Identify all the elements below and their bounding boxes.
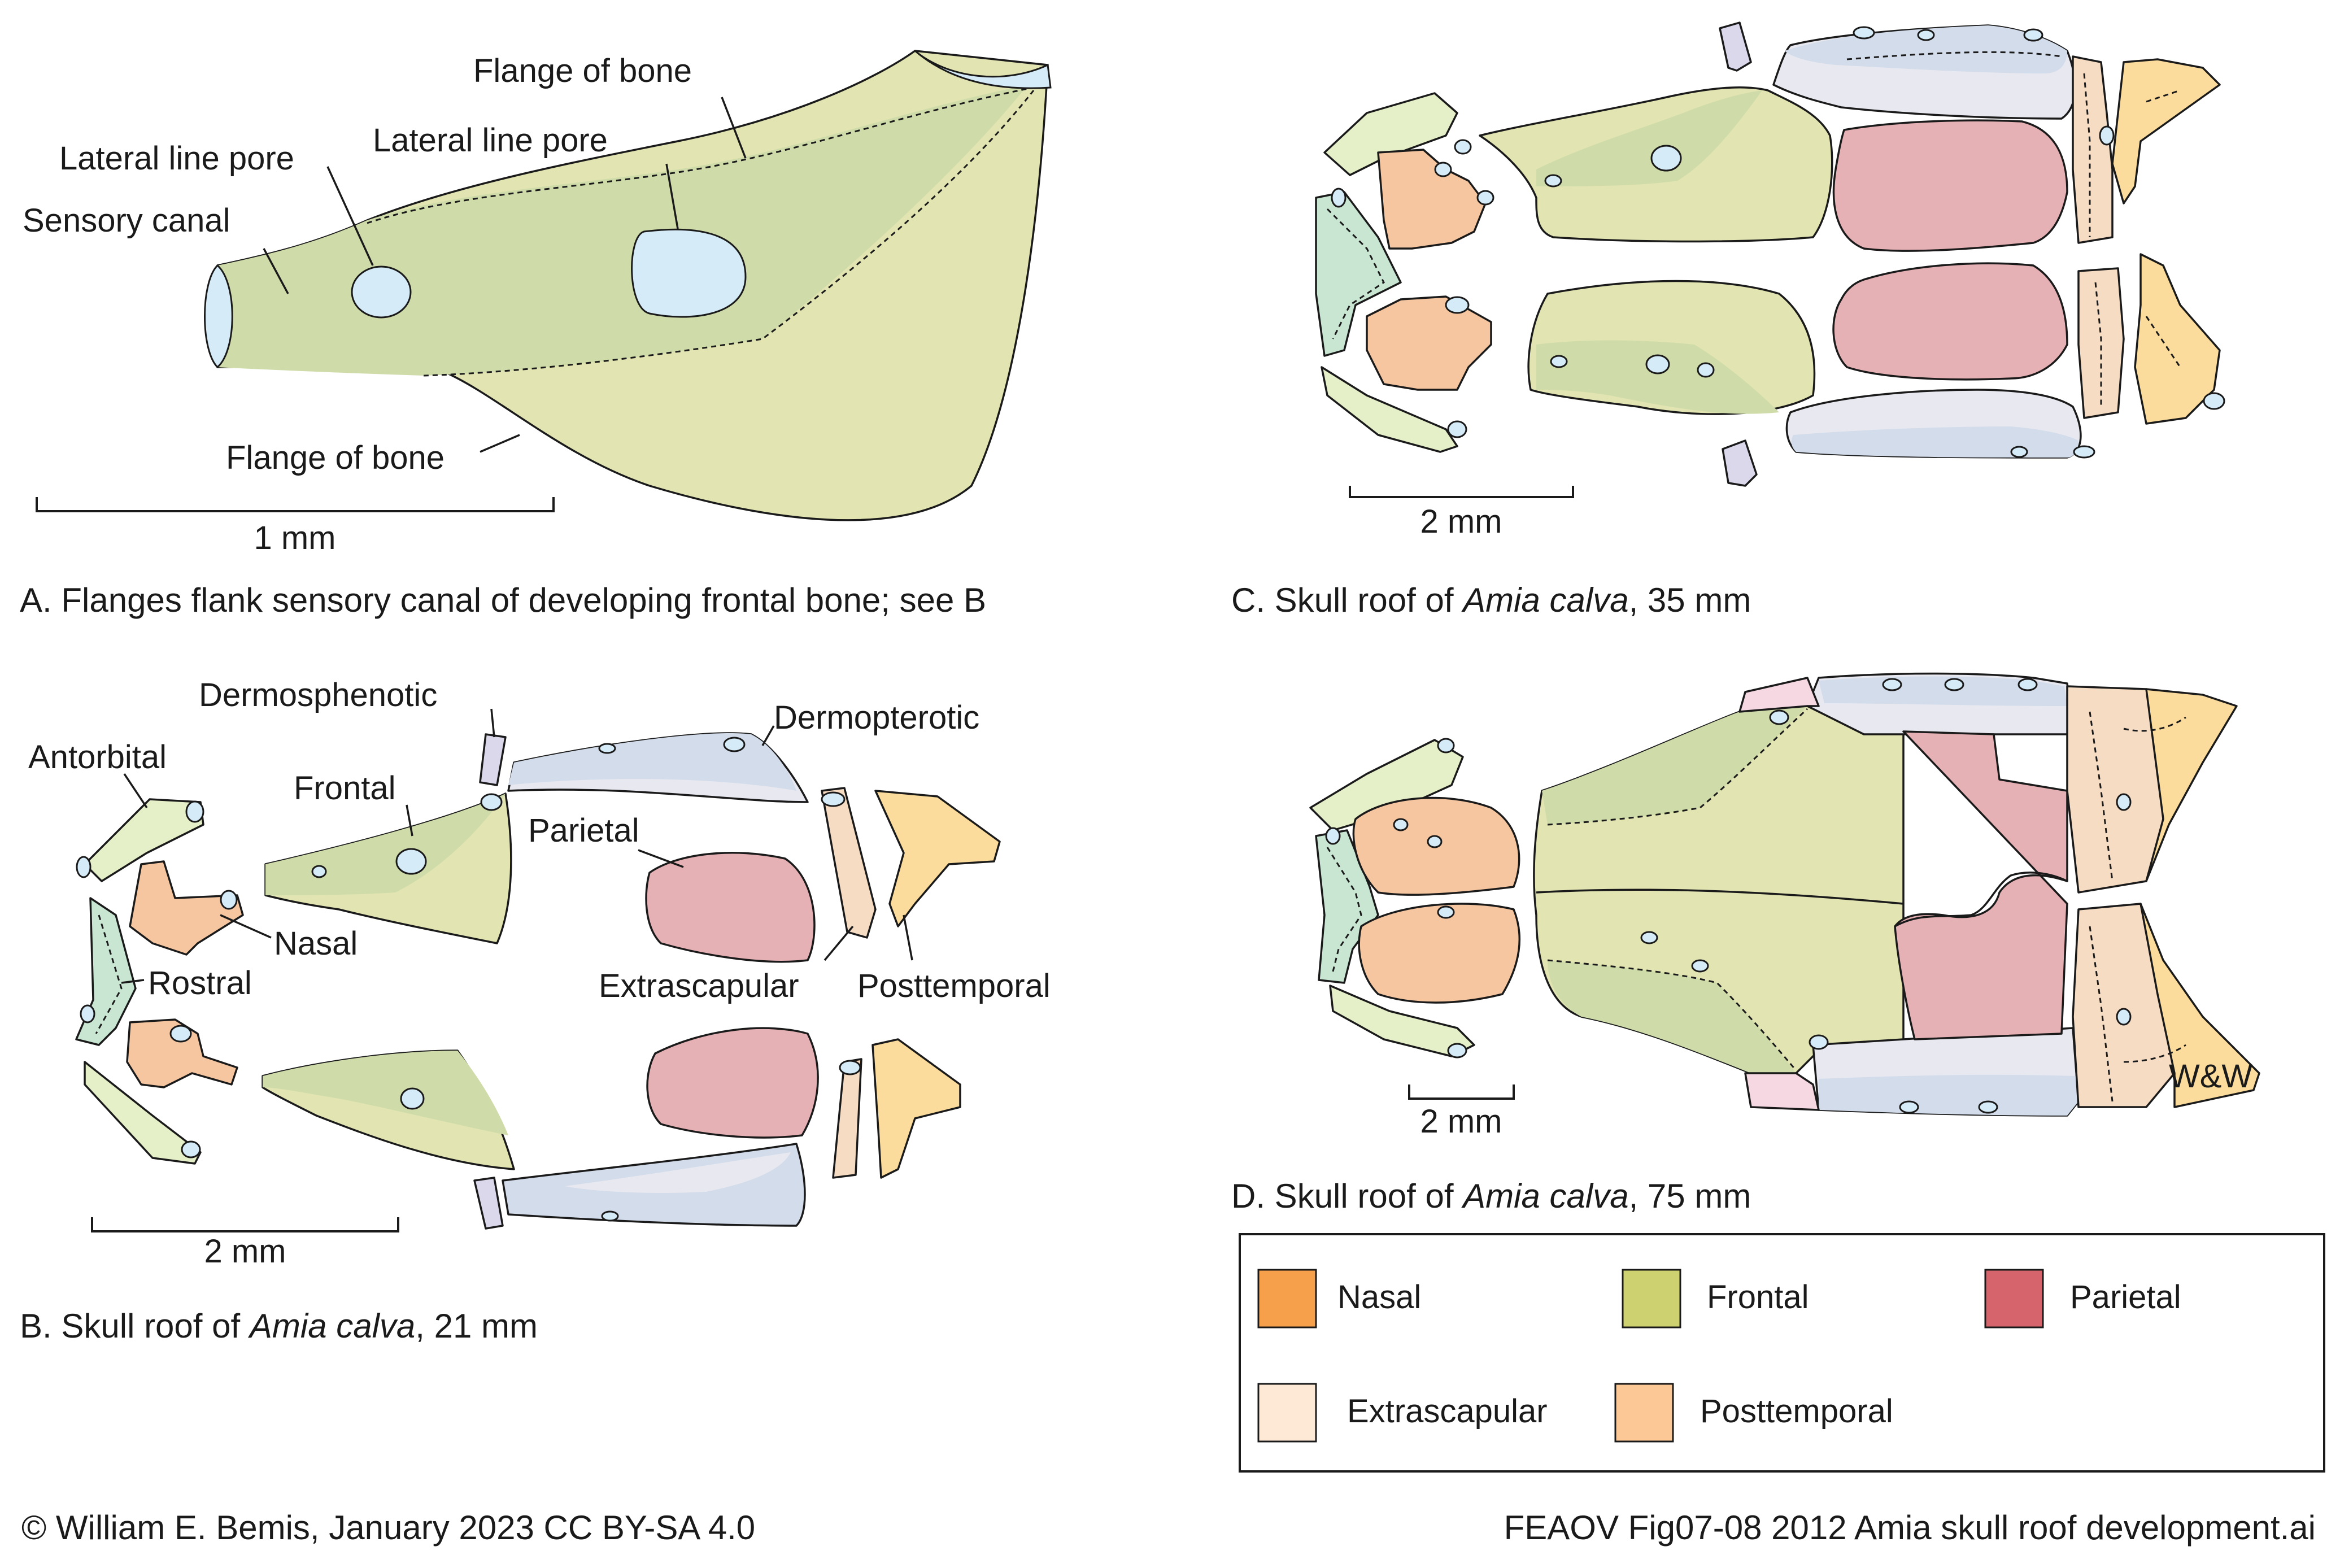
c-parietal-upper — [1832, 119, 2068, 252]
d-pink-bone-upper — [1738, 677, 1820, 713]
canal-opening-left — [204, 264, 233, 369]
caption-b: B. Skull roof of Amia calva, 21 mm — [20, 1307, 538, 1345]
d-frontal-upper-canal — [1542, 706, 1807, 825]
legend-swatch-parietal — [1984, 1269, 2044, 1329]
scale-bar-b — [91, 1217, 399, 1232]
label-antorbital: Antorbital — [28, 739, 167, 776]
scale-label-d: 2 mm — [1420, 1103, 1502, 1140]
panel-d: W&W 2 mm D. Skull roof of Amia calva, 75… — [1231, 672, 2260, 1215]
scale-bar-c — [1349, 486, 1574, 498]
d-posttemporal-lower — [2139, 903, 2260, 1108]
dermosphenotic-upper — [479, 733, 507, 786]
c-extrascapular-lower — [2077, 267, 2125, 419]
extrascapular-upper — [821, 787, 877, 939]
d-dermopterotic-upper-canal — [1819, 676, 2067, 706]
dermopterotic-lower-light — [565, 1152, 791, 1193]
scale-label-c: 2 mm — [1420, 503, 1502, 540]
d-dermopterotic-lower-canal — [1819, 1074, 2078, 1116]
parietal-upper — [645, 852, 816, 963]
caption-c: C. Skull roof of Amia calva, 35 mm — [1231, 581, 1751, 619]
label-dermosphenotic: Dermosphenotic — [199, 677, 437, 713]
pores-c — [1331, 26, 2225, 459]
posttemporal-lower — [871, 1038, 961, 1179]
d-posttemporal-upper — [2145, 688, 2238, 882]
d-nasal-lower — [1358, 903, 1521, 1004]
scale-bar-a — [36, 497, 555, 512]
label-flange-top: Flange of bone — [473, 53, 692, 89]
label-pore-left: Lateral line pore — [59, 140, 294, 177]
posttemporal-upper — [874, 790, 1001, 927]
pores-b — [76, 737, 861, 1222]
label-extrascapular: Extrascapular — [599, 968, 799, 1004]
caption-d: D. Skull roof of Amia calva, 75 mm — [1231, 1177, 1751, 1215]
c-dermosphenotic-upper — [1719, 21, 1752, 72]
legend-swatch-extrascapular — [1257, 1383, 1317, 1443]
canal-opening-right — [914, 50, 1052, 89]
legend-label-posttemporal: Posttemporal — [1700, 1393, 1893, 1430]
sensory-canal — [217, 85, 1028, 376]
nasal-upper — [129, 860, 244, 956]
panel-c: 2 mm C. Skull roof of Amia calva, 35 mm — [1231, 21, 2225, 619]
label-nasal: Nasal — [274, 925, 358, 962]
legend-swatch-nasal — [1257, 1269, 1317, 1329]
c-frontal-upper-canal — [1536, 90, 1762, 186]
scale-label-a: 1 mm — [254, 520, 336, 556]
frontal-lower-canal — [263, 1051, 508, 1135]
c-extrascapular-upper — [2072, 55, 2114, 244]
antorbital-lower — [84, 1061, 202, 1165]
caption-a: A. Flanges flank sensory canal of develo… — [20, 581, 986, 619]
c-dermopterotic-lower-canal — [1791, 426, 2078, 458]
antorbital-upper — [84, 798, 204, 882]
c-dermopterotic-upper-canal — [1785, 25, 2067, 73]
c-antorbital-upper — [1323, 92, 1458, 176]
label-pore-right: Lateral line pore — [373, 122, 608, 159]
footer-copyright: © William E. Bemis, January 2023 CC BY-S… — [21, 1509, 755, 1547]
extrascapular-lower — [832, 1058, 862, 1179]
scale-bar-d — [1408, 1084, 1515, 1100]
c-dermosphenotic-lower — [1722, 439, 1758, 487]
c-rostral — [1315, 191, 1402, 357]
d-parietal-complex — [1894, 730, 2068, 1040]
label-flange-bottom: Flange of bone — [226, 439, 445, 476]
legend-label-frontal: Frontal — [1707, 1279, 1809, 1316]
parietal-lower — [646, 1027, 819, 1139]
dermosphenotic-lower — [473, 1177, 504, 1230]
legend-frame — [1239, 1233, 2325, 1473]
footer-filename: FEAOV Fig07-08 2012 Amia skull roof deve… — [1504, 1509, 2316, 1547]
d-antorbital-upper — [1309, 739, 1464, 831]
c-frontal-lower-canal — [1536, 340, 1779, 414]
legend-label-parietal: Parietal — [2070, 1279, 2181, 1316]
c-nasal-upper — [1377, 149, 1487, 250]
c-posttemporal-upper — [2111, 58, 2221, 204]
signature-ww: W&W — [2169, 1058, 2252, 1095]
lateral-line-pore-right — [631, 228, 747, 318]
rostral — [75, 897, 137, 1046]
label-rostral: Rostral — [148, 965, 252, 1001]
c-posttemporal-lower — [2134, 253, 2221, 425]
pores-d — [1325, 678, 2132, 1114]
label-parietal: Parietal — [528, 812, 639, 849]
c-nasal-lower — [1366, 295, 1492, 391]
legend-label-nasal: Nasal — [1337, 1279, 1421, 1316]
legend: Nasal Frontal Parietal Extrascapular Pos… — [1239, 1233, 2325, 1473]
d-pink-bone-lower — [1744, 1072, 1820, 1111]
legend-label-extrascapular: Extrascapular — [1347, 1393, 1548, 1430]
c-parietal-lower — [1832, 262, 2068, 381]
lateral-line-pore-left — [351, 265, 412, 319]
legend-swatch-frontal — [1622, 1269, 1681, 1329]
scale-label-b: 2 mm — [204, 1233, 286, 1270]
label-dermopterotic: Dermopterotic — [774, 699, 979, 736]
panel-b: Dermosphenotic Dermopterotic Antorbital … — [20, 677, 1051, 1345]
label-sensory-canal: Sensory canal — [23, 202, 230, 239]
d-frontal-lower-canal — [1548, 960, 1796, 1073]
c-antorbital-lower — [1321, 366, 1458, 453]
label-posttemporal: Posttemporal — [857, 968, 1051, 1004]
nasal-lower — [126, 1018, 238, 1088]
panel-a: Flange of bone Lateral line pore Lateral… — [20, 50, 1052, 619]
legend-swatch-posttemporal — [1614, 1383, 1674, 1443]
label-frontal: Frontal — [294, 770, 396, 807]
